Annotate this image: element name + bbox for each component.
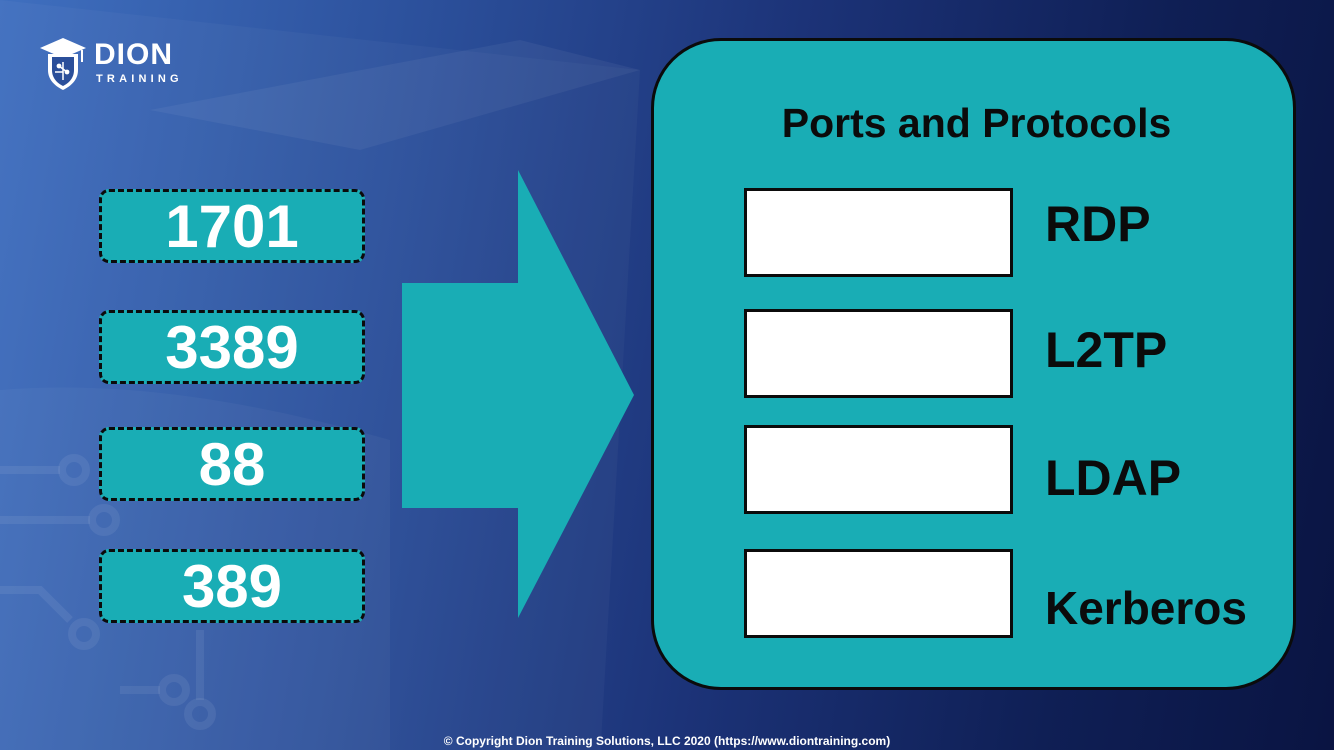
drop-slot-kerberos[interactable] <box>744 549 1013 638</box>
dion-training-logo: DION TRAINING <box>38 36 198 94</box>
copyright-footer: © Copyright Dion Training Solutions, LLC… <box>443 734 891 748</box>
drop-slot-l2tp[interactable] <box>744 309 1013 398</box>
port-chip-389[interactable]: 389 <box>99 549 365 623</box>
logo-wordmark: DION <box>94 38 173 71</box>
protocol-label-kerberos: Kerberos <box>1045 582 1247 634</box>
port-chip-88[interactable]: 88 <box>99 427 365 501</box>
port-chip-1701[interactable]: 1701 <box>99 189 365 263</box>
graduation-shield-icon <box>40 38 86 90</box>
protocol-label-ldap: LDAP <box>1045 450 1182 506</box>
protocol-label-rdp: RDP <box>1045 196 1151 252</box>
logo-tagline: TRAINING <box>96 73 183 85</box>
panel-title: Ports and Protocols <box>781 100 1172 146</box>
drop-slot-rdp[interactable] <box>744 188 1013 277</box>
port-chip-3389[interactable]: 3389 <box>99 310 365 384</box>
protocol-label-l2tp: L2TP <box>1045 322 1168 378</box>
drop-slot-ldap[interactable] <box>744 425 1013 514</box>
right-arrow-icon <box>402 170 634 618</box>
